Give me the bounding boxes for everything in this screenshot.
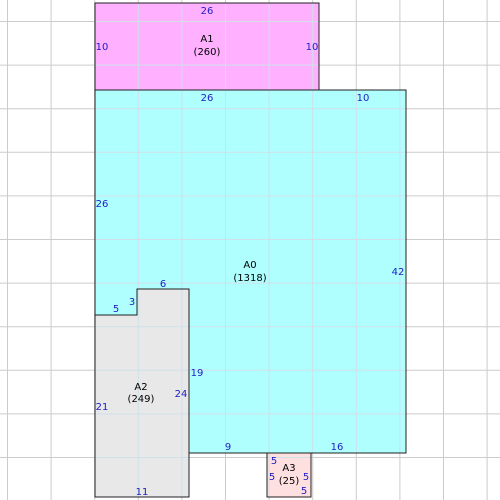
area-a0-shape[interactable] [95, 90, 406, 453]
area-a1-value: (260) [194, 47, 221, 58]
edge-label-a3-right: 5 [303, 472, 309, 483]
edge-label-a2-right: 24 [175, 389, 188, 400]
edge-label-a3-left: 5 [269, 472, 275, 483]
edge-label-a1-left: 10 [96, 42, 109, 53]
area-a2-shape[interactable] [95, 289, 189, 497]
edge-label-a0-bottom-right: 16 [331, 442, 344, 453]
outlines [94, 2, 407, 498]
area-a3-shape[interactable] [267, 453, 311, 497]
area-labels: A1 (260) A0 (1318) A2 (249) A3 (25) [128, 34, 300, 487]
edge-label-a3-top: 5 [271, 456, 277, 467]
areas [95, 3, 406, 497]
area-a0-value: (1318) [233, 273, 266, 284]
edge-label-a0-step-top: 6 [160, 279, 166, 290]
edge-label-a0-top-right: 10 [357, 93, 370, 104]
area-a2-name: A2 [134, 382, 147, 393]
edge-label-a0-inner-edge: 19 [191, 368, 204, 379]
area-a1-shape[interactable] [95, 3, 319, 90]
edge-label-a0-bottom-left: 9 [225, 442, 231, 453]
edge-labels: 26 10 10 26 10 26 42 5 3 6 19 9 16 21 24… [96, 6, 405, 498]
area-a2-outline [94, 288, 190, 498]
edge-label-a1-right: 10 [306, 42, 319, 53]
edge-label-a0-right: 42 [392, 267, 405, 278]
area-a3-outline [266, 452, 312, 498]
edge-label-a0-top-left: 26 [201, 93, 214, 104]
area-a0-name: A0 [243, 260, 256, 271]
edge-label-a1-top: 26 [201, 6, 214, 17]
area-a3-value: (25) [279, 476, 300, 487]
edge-label-a2-left: 21 [96, 402, 109, 413]
edge-label-a2-bottom: 11 [136, 487, 149, 498]
area-a3-name: A3 [282, 463, 295, 474]
edge-label-a3-bottom: 5 [301, 486, 307, 497]
edge-label-a0-step-rise: 3 [129, 297, 135, 308]
edge-label-a0-step-bottom: 5 [113, 304, 119, 315]
edge-label-a0-left: 26 [96, 199, 109, 210]
area-a2-value: (249) [128, 394, 155, 405]
area-a1-name: A1 [200, 34, 213, 45]
